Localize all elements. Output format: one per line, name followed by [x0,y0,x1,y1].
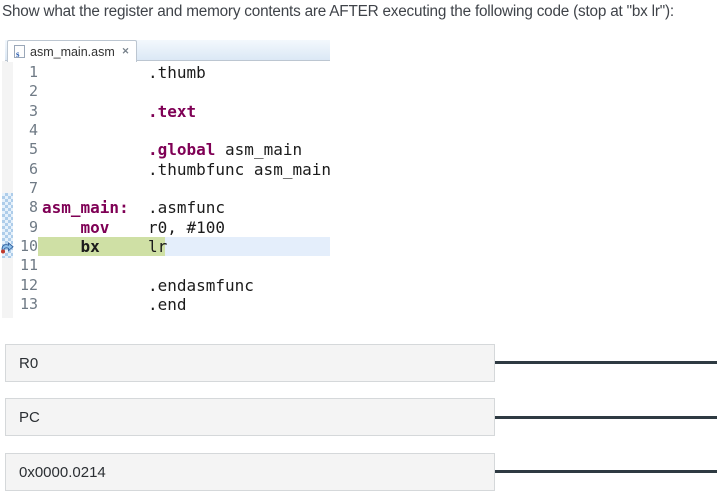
answer-line-address [495,470,717,473]
line-number: 9 [28,217,38,236]
code-line: 3 .text [0,102,330,121]
line-number: 13 [19,294,38,313]
code-text: .text [147,101,197,121]
code-text: mov r0, #100 [80,217,226,237]
code-line: 1 .thumb [0,63,330,82]
range-indicator [2,193,13,258]
line-number: 12 [19,275,38,294]
code-line: 10 bx lr [0,236,330,257]
answer-label: R0 [19,355,39,372]
code-line: 11 [0,256,330,275]
code-text: .global asm_main [147,140,303,160]
instruction-pointer-icon [1,242,14,254]
answer-box-pc[interactable]: PC [5,398,495,436]
code-text: .thumb [42,63,206,82]
code-text: bx lr [38,236,330,257]
question-title: Show what the register and memory conten… [2,3,674,20]
answer-line-pc [495,416,717,419]
line-number: 3 [28,101,38,120]
answer-line-r0 [495,361,717,364]
line-number: 8 [28,198,38,217]
close-tab-icon[interactable]: ✕ [121,46,130,56]
code-text: .end [42,294,187,314]
asm-file-icon: s [14,45,25,59]
line-number: 4 [28,120,38,139]
code-line: 6 .thumbfunc asm_main [0,159,331,179]
line-number: 11 [19,256,38,275]
line-number: 7 [28,178,38,197]
line-number: 2 [28,82,38,101]
answer-box-address[interactable]: 0x0000.0214 [5,453,495,491]
code-line: 13 .end [0,295,330,314]
line-number: 10 [19,236,38,255]
code-line: 4 [0,121,330,140]
code-line: 5 .global asm_main [0,140,330,159]
line-number: 5 [28,140,38,159]
code-line: 7 [0,179,330,198]
line-number: 6 [28,159,38,178]
annotation-ruler [2,61,13,318]
line-number: 1 [28,63,38,81]
code-text: asm_main: .asmfunc [42,198,226,218]
code-line: 2 [0,82,330,101]
answer-label: 0x0000.0214 [19,464,106,481]
code-text: .thumbfunc asm_main [42,159,331,179]
code-text [38,256,330,275]
editor-tab-strip: s asm_main.asm ✕ [5,40,330,62]
tab-asm-main[interactable]: s asm_main.asm ✕ [7,40,138,62]
code-text [38,121,330,140]
code-text [38,179,330,198]
code-text: .endasmfunc [42,275,254,295]
code-line: 12 .endasmfunc [0,276,330,295]
answer-box-r0[interactable]: R0 [5,344,495,382]
code-line: 9 mov r0, #100 [0,218,330,237]
tab-label: asm_main.asm [30,44,115,59]
code-text [38,82,330,101]
answer-label: PC [19,409,40,426]
